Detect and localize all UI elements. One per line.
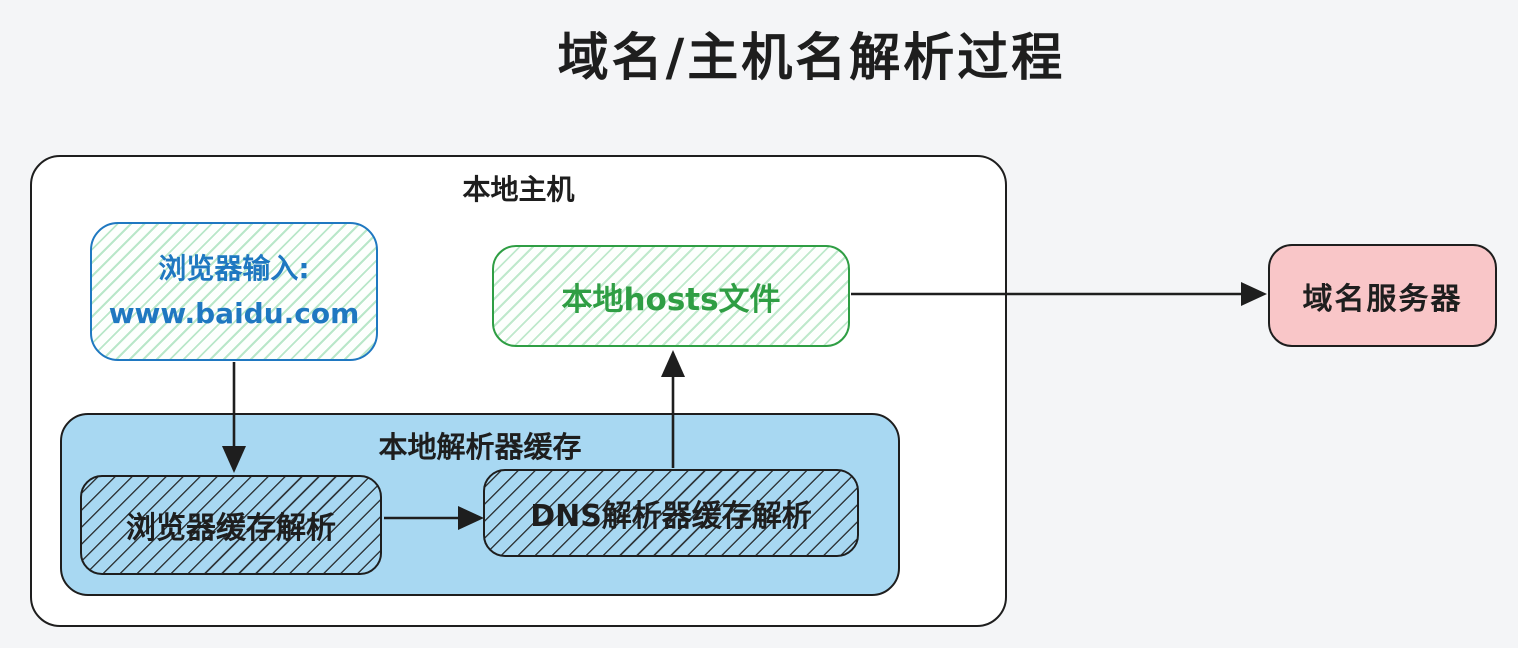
resolver-cache-label: 本地解析器缓存 [378,430,582,464]
dns-resolver-cache-node: DNS解析器缓存解析 [483,469,859,557]
browser-input-line2: www.baidu.com [108,296,360,330]
dns-server-label: 域名服务器 [1302,281,1463,317]
browser-cache-node: 浏览器缓存解析 [80,475,382,575]
dns-resolver-cache-label: DNS解析器缓存解析 [530,499,812,534]
hosts-file-node: 本地hosts文件 [492,245,850,347]
browser-cache-label: 浏览器缓存解析 [126,511,336,546]
local-host-label: 本地主机 [462,173,575,206]
dns-server-node: 域名服务器 [1268,244,1497,347]
browser-input-line1: 浏览器输入: [158,251,310,285]
hosts-file-label: 本地hosts文件 [561,281,781,318]
diagram-title: 域名/主机名解析过程 [557,29,1066,88]
browser-input-node: 浏览器输入: www.baidu.com [90,222,378,361]
